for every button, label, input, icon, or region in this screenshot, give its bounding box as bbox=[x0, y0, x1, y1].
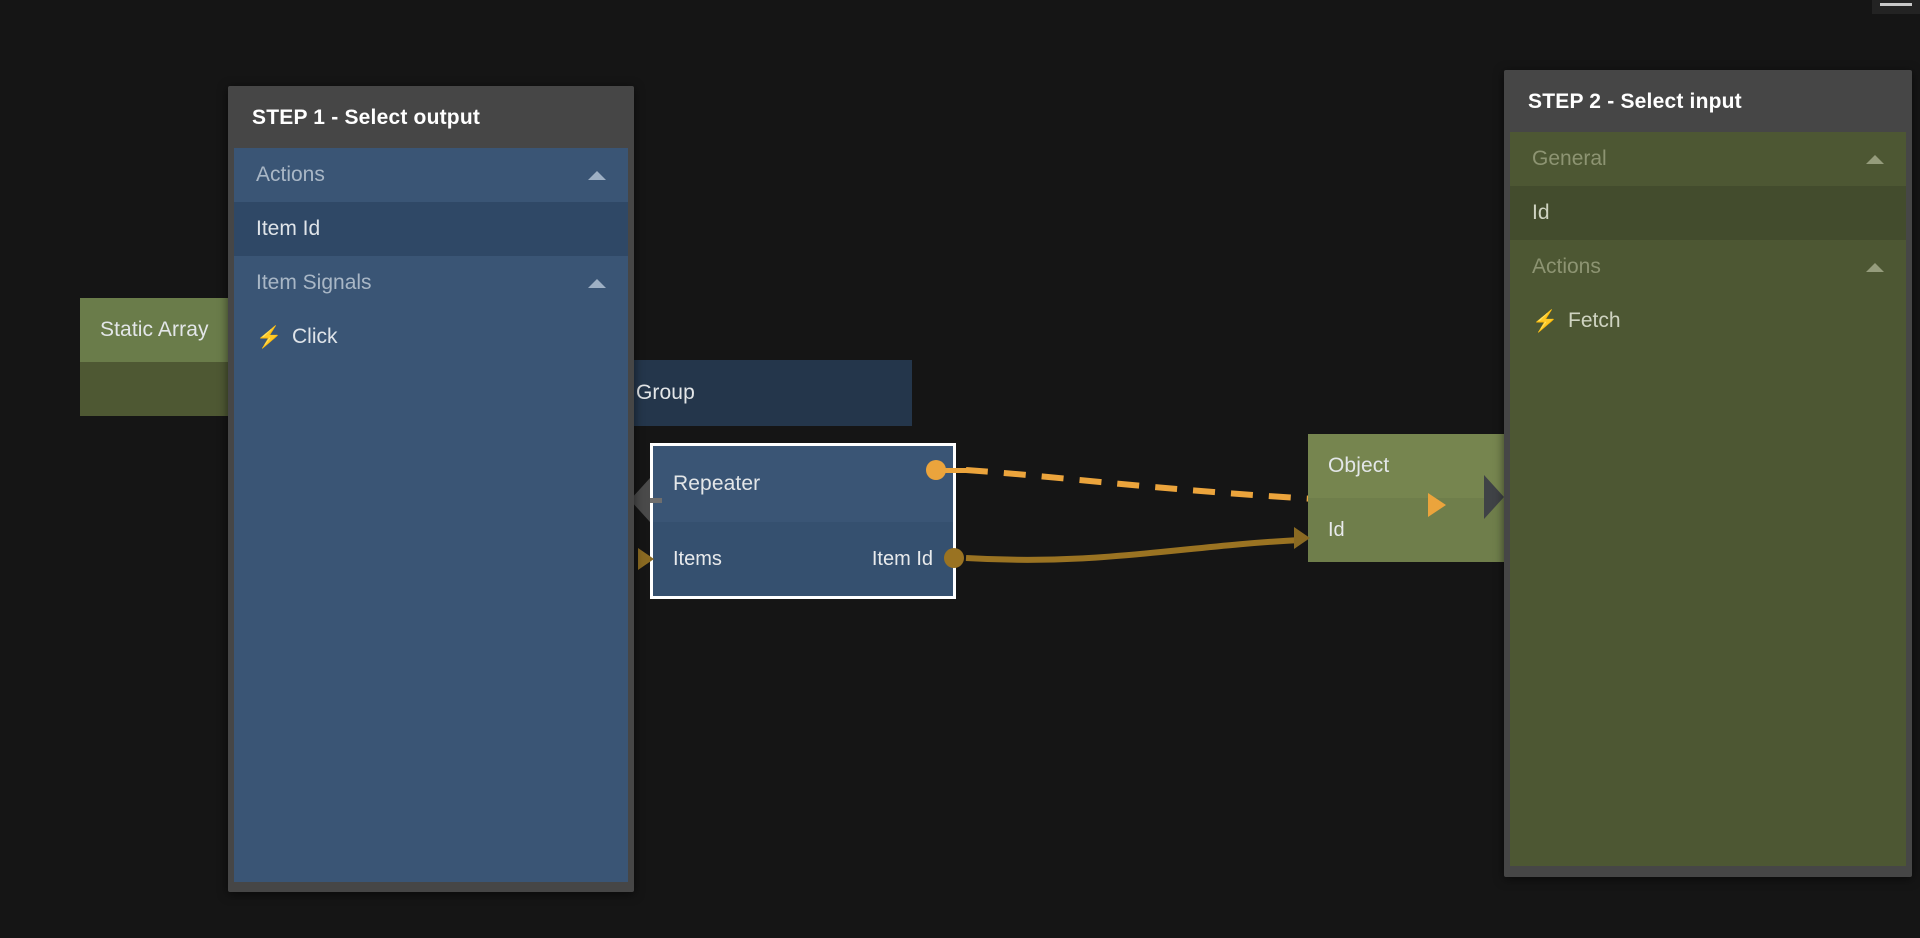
toolbar-stub[interactable] bbox=[1872, 0, 1920, 14]
lightning-bolt-icon: ⚡ bbox=[256, 325, 283, 349]
step2-panel[interactable]: STEP 2 - Select input General Id Actions… bbox=[1504, 70, 1912, 877]
step2-group-general-label: General bbox=[1532, 147, 1607, 170]
lightning-bolt-icon: ⚡ bbox=[1532, 309, 1559, 333]
repeater-item-id-output-dot[interactable] bbox=[944, 548, 964, 568]
step2-signal-fetch-label: Fetch bbox=[1568, 309, 1621, 332]
repeater-signal-output-dot[interactable] bbox=[926, 460, 946, 480]
step1-item-item-id[interactable]: Item Id bbox=[234, 202, 628, 256]
repeater-signal-input-nub bbox=[650, 498, 662, 503]
step2-list[interactable]: General Id Actions ⚡ Fetch bbox=[1510, 132, 1906, 866]
step2-group-general[interactable]: General bbox=[1510, 132, 1906, 186]
object-signal-input-arrow[interactable] bbox=[1428, 493, 1446, 517]
repeater-signal-input-chevron[interactable] bbox=[630, 478, 650, 522]
chevron-up-icon[interactable] bbox=[1866, 154, 1884, 164]
step2-group-actions[interactable]: Actions bbox=[1510, 240, 1906, 294]
object-id-input-arrow[interactable] bbox=[1294, 527, 1310, 549]
node-group-title: Group bbox=[616, 360, 912, 426]
node-object-title: Object bbox=[1308, 434, 1504, 498]
node-repeater[interactable]: Repeater Items Item Id bbox=[650, 443, 956, 599]
data-connection-line bbox=[965, 537, 1301, 563]
step1-signal-click[interactable]: ⚡ Click bbox=[234, 310, 628, 364]
node-object[interactable]: Object Id bbox=[1308, 434, 1504, 562]
step2-group-actions-label: Actions bbox=[1532, 255, 1601, 278]
port-label-item-id: Item Id bbox=[871, 547, 933, 570]
step1-group-actions[interactable]: Actions bbox=[234, 148, 628, 202]
node-repeater-title: Repeater bbox=[653, 446, 953, 522]
port-label-items: Items bbox=[673, 547, 722, 570]
object-signal-output-chevron[interactable] bbox=[1484, 475, 1504, 519]
repeater-signal-output-nub bbox=[944, 468, 968, 473]
step1-list[interactable]: Actions Item Id Item Signals ⚡ Click bbox=[234, 148, 628, 882]
chevron-up-icon[interactable] bbox=[588, 278, 606, 288]
step1-signal-click-label: Click bbox=[292, 325, 338, 348]
step1-group-item-signals-label: Item Signals bbox=[256, 271, 372, 294]
step1-group-actions-label: Actions bbox=[256, 163, 325, 186]
step2-signal-fetch[interactable]: ⚡ Fetch bbox=[1510, 294, 1906, 348]
step2-title: STEP 2 - Select input bbox=[1528, 90, 1742, 113]
chevron-up-icon[interactable] bbox=[588, 170, 606, 180]
node-object-body: Id bbox=[1308, 498, 1504, 562]
node-group[interactable]: Group bbox=[616, 360, 912, 426]
chevron-up-icon[interactable] bbox=[1866, 262, 1884, 272]
repeater-items-input-arrow[interactable] bbox=[638, 548, 654, 570]
step1-panel[interactable]: STEP 1 - Select output Actions Item Id I… bbox=[228, 86, 634, 892]
step1-item-item-id-label: Item Id bbox=[256, 217, 321, 240]
node-object-port-row: Id bbox=[1308, 498, 1504, 562]
step2-item-id[interactable]: Id bbox=[1510, 186, 1906, 240]
menu-bar-icon bbox=[1880, 3, 1912, 6]
step1-group-item-signals[interactable]: Item Signals bbox=[234, 256, 628, 310]
node-repeater-body: Items Item Id bbox=[653, 522, 953, 596]
node-repeater-port-row: Items Item Id bbox=[653, 522, 953, 596]
step1-title: STEP 1 - Select output bbox=[252, 106, 481, 129]
step2-item-id-label: Id bbox=[1532, 201, 1550, 224]
port-label-id: Id bbox=[1328, 518, 1345, 541]
